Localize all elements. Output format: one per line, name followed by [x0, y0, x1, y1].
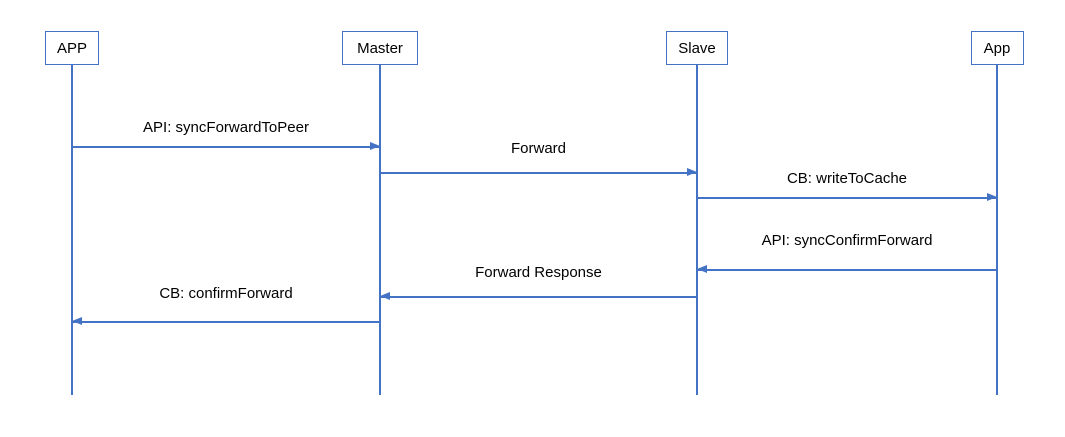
message-label: Forward	[510, 140, 566, 157]
message-label: API: syncConfirmForward	[761, 232, 933, 249]
actor-label: Master	[357, 39, 403, 57]
message-label: Forward Response	[475, 264, 602, 281]
lifeline-slave	[696, 65, 698, 395]
actor-box-slave: Slave	[666, 31, 728, 65]
message-line	[697, 197, 997, 199]
arrowhead-left-icon	[72, 317, 82, 325]
actor-label: Slave	[678, 39, 716, 57]
actor-label: APP	[56, 39, 87, 57]
message-line	[380, 172, 697, 174]
message-label: CB: writeToCache	[786, 170, 908, 187]
lifeline-app-right	[996, 65, 998, 395]
actor-box-master: Master	[342, 31, 418, 65]
arrowhead-left-icon	[380, 292, 390, 300]
message-line	[697, 269, 997, 271]
message-line	[72, 146, 380, 148]
arrowhead-right-icon	[987, 193, 997, 201]
lifeline-master	[379, 65, 381, 395]
actor-box-app-left: APP	[45, 31, 99, 65]
arrowhead-left-icon	[697, 265, 707, 273]
message-label: API: syncForwardToPeer	[143, 119, 309, 136]
actor-box-app-right: App	[970, 31, 1024, 65]
message-label: CB: confirmForward	[159, 285, 293, 302]
message-line	[72, 321, 380, 323]
actor-label: App	[983, 39, 1011, 57]
arrowhead-right-icon	[370, 142, 380, 150]
lifeline-app-left	[71, 65, 73, 395]
arrowhead-right-icon	[687, 168, 697, 176]
message-line	[380, 296, 697, 298]
